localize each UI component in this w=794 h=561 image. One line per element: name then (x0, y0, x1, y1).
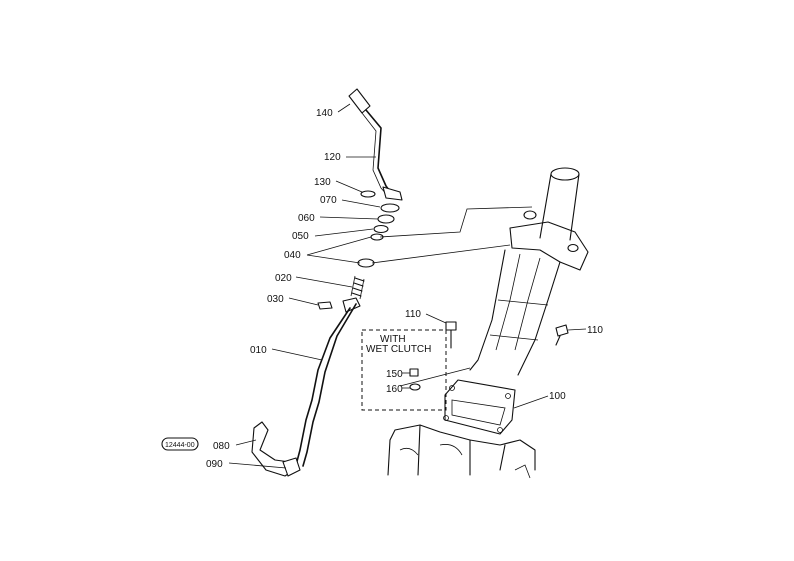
label-140: 140 (316, 108, 333, 119)
label-150: 150 (386, 369, 403, 380)
label-080: 080 (213, 441, 230, 452)
wet-clutch-inset: WITH WET CLUTCH (361, 329, 447, 411)
label-040: 040 (284, 250, 301, 261)
label-010: 010 (250, 345, 267, 356)
washer-070 (380, 203, 400, 213)
washer-160 (409, 383, 421, 391)
bolt-150 (409, 368, 419, 377)
bolt-110-right (555, 324, 569, 346)
base-plate-100 (444, 379, 516, 435)
shift-lever-assembly (251, 88, 403, 477)
lever-knob (348, 88, 371, 114)
inset-title-line2: WET CLUTCH (366, 344, 431, 355)
spring-020 (350, 275, 365, 300)
fitting-090 (282, 457, 301, 477)
label-120: 120 (324, 152, 341, 163)
label-160: 160 (386, 384, 403, 395)
part-labels: 140 120 130 070 060 050 040 020 030 010 … (206, 108, 603, 470)
washer-060 (377, 214, 395, 224)
label-110-left: 110 (405, 309, 421, 320)
ring-040b (357, 258, 375, 268)
shift-housing (387, 167, 589, 479)
label-100: 100 (549, 391, 566, 402)
inset-title-line1: WITH (380, 334, 406, 345)
reference-badge-text: 12444-00 (165, 442, 195, 449)
washer-050 (373, 224, 389, 234)
leader-lines (228, 103, 587, 469)
label-050: 050 (292, 231, 309, 242)
lever-collar (382, 186, 403, 201)
pin-130 (360, 190, 376, 198)
lower-lever-rod (342, 297, 361, 313)
label-090: 090 (206, 459, 223, 470)
label-110-right: 110 (587, 325, 603, 336)
pin-030 (317, 301, 333, 310)
label-070: 070 (320, 195, 337, 206)
label-020: 020 (275, 273, 292, 284)
label-130: 130 (314, 177, 331, 188)
label-030: 030 (267, 294, 284, 305)
label-060: 060 (298, 213, 315, 224)
reference-badge: 12444-00 (161, 437, 199, 451)
bolt-110-left (445, 321, 457, 349)
